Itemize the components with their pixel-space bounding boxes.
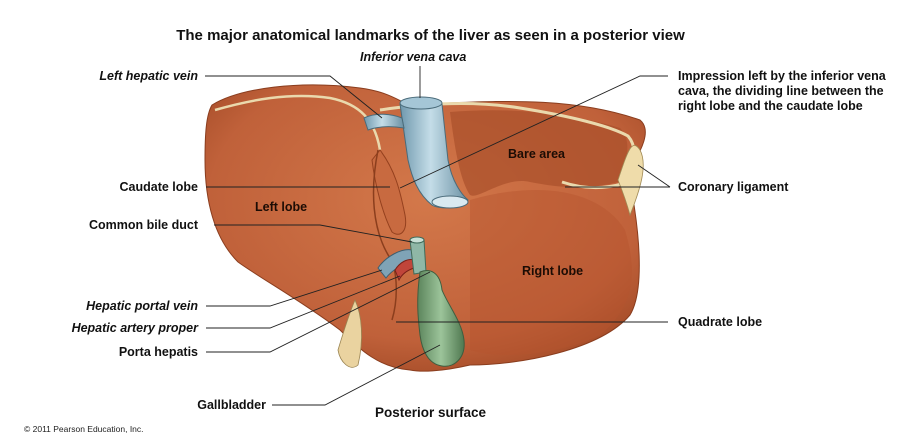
leader-impression-ivc [399, 75, 668, 189]
gallbladder-organ [417, 270, 465, 367]
figure-title: The major anatomical landmarks of the li… [176, 27, 685, 44]
label-porta-hepatis: Porta hepatis [118, 345, 198, 359]
label-hepatic-portal-vein: Hepatic portal vein [86, 299, 198, 313]
figure-caption: Posterior surface [374, 405, 487, 420]
left-lobe-label: Left lobe [255, 200, 308, 214]
label-inferior-vena-cava: Inferior vena cava [360, 50, 467, 64]
bare-area-label: Bare area [508, 147, 565, 161]
leader-portal-vein [206, 269, 383, 307]
label-coronary-ligament: Coronary ligament [678, 180, 789, 194]
label-hepatic-artery-proper: Hepatic artery proper [71, 321, 198, 335]
leader-coronary-ligament-1 [637, 164, 671, 188]
label-caudate-lobe: Caudate lobe [119, 180, 199, 194]
leader-lines [205, 66, 671, 406]
coronary-ligament-edge [379, 102, 636, 190]
label-impression-ivc: Impression left by the inferior vena cav… [678, 69, 886, 113]
ivc-bottom-opening [431, 195, 469, 209]
leader-common-bile-duct [214, 224, 413, 243]
copyright-notice: © 2011 Pearson Education, Inc. [24, 424, 144, 434]
leader-left-hepatic-vein [205, 75, 383, 119]
bile-duct-opening [409, 236, 425, 244]
leader-gallbladder [272, 344, 441, 406]
leader-hepatic-artery [206, 275, 401, 329]
label-gallbladder: Gallbladder [197, 398, 266, 412]
ivc-top-opening [399, 96, 443, 110]
leader-porta-hepatis [206, 271, 431, 353]
right-lobe-shade [470, 190, 632, 355]
round-ligament-flap [337, 299, 362, 368]
label-left-hepatic-vein: Left hepatic vein [99, 69, 198, 83]
bare-area-surface [450, 110, 628, 196]
label-common-bile-duct: Common bile duct [88, 218, 198, 232]
label-quadrate-lobe: Quadrate lobe [678, 315, 763, 329]
caudate-lobe-surface [371, 149, 407, 235]
right-lobe-label: Right lobe [522, 264, 584, 278]
coronary-ligament-tip [617, 145, 644, 217]
